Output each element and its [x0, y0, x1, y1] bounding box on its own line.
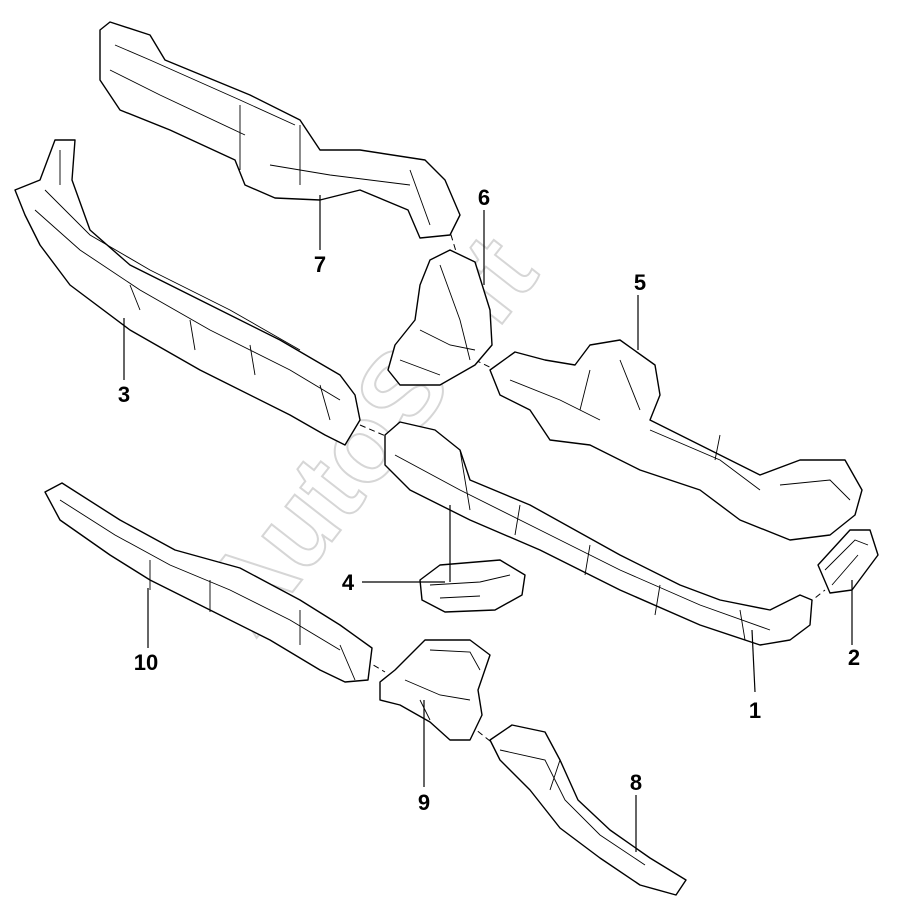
part-10-duct	[44, 482, 373, 683]
callout-9: 9	[418, 790, 430, 815]
callout-6: 6	[478, 185, 490, 210]
part-1-duct	[384, 421, 813, 646]
part-9-housing	[379, 639, 491, 741]
callout-2: 2	[848, 645, 860, 670]
part-5-duct	[489, 339, 863, 541]
callout-3: 3	[118, 382, 130, 407]
callout-10: 10	[134, 650, 158, 675]
callout-1: 1	[749, 698, 761, 723]
leader-line-1	[751, 629, 756, 693]
part-4-vent	[419, 559, 526, 613]
part-6-duct	[387, 249, 493, 386]
part-8-duct	[489, 724, 687, 896]
callout-5: 5	[634, 270, 646, 295]
callout-7: 7	[314, 252, 326, 277]
part-3-duct	[14, 139, 361, 446]
callout-4: 4	[342, 570, 355, 595]
part-7-duct	[99, 21, 461, 239]
callout-8: 8	[630, 770, 642, 795]
part-2-nozzle	[817, 529, 879, 594]
